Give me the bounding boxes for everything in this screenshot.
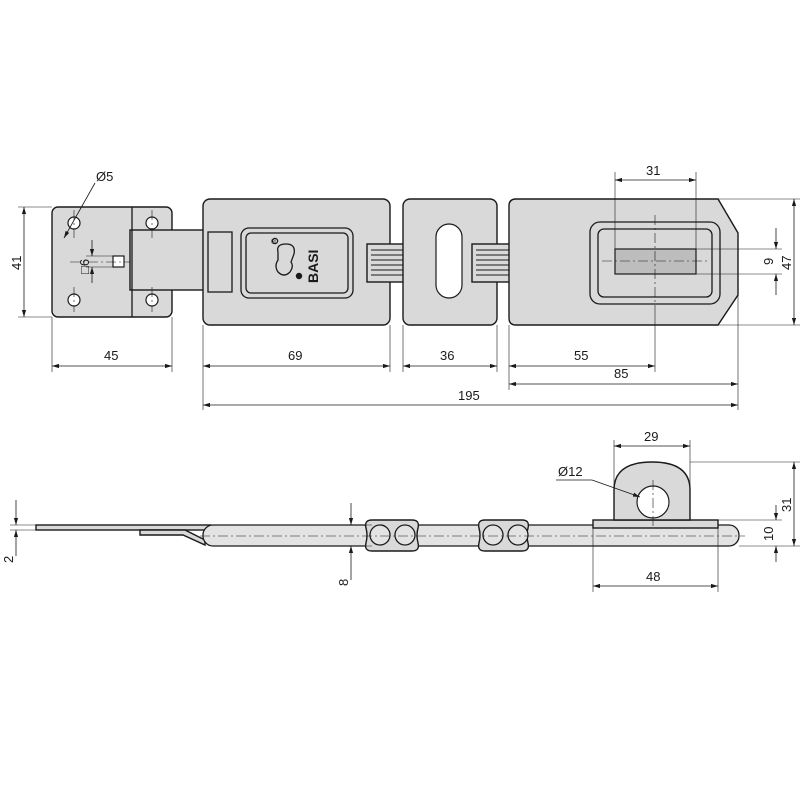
dim-segment-2: 36 [440, 348, 454, 363]
strap-segment-2 [402, 198, 498, 326]
side-staple [592, 461, 719, 529]
dim-total-height: 47 [779, 256, 794, 270]
registered-mark: ® [271, 238, 277, 246]
dim-strap-thickness: 8 [336, 579, 351, 586]
side-dimensions: 2 8 29 Ø12 31 10 [1, 429, 800, 592]
dim-base-height: 10 [761, 527, 776, 541]
dim-plate-thickness: 2 [1, 556, 16, 563]
dim-plate-width: 45 [104, 348, 118, 363]
dim-slot-width: 31 [646, 163, 660, 178]
dim-staple-width: 29 [644, 429, 658, 444]
square-hole [112, 255, 125, 268]
strap-segment-3 [508, 198, 739, 326]
dim-total-length: 195 [458, 388, 480, 403]
hinge-knuckle-1 [366, 243, 408, 283]
hasp-mounting-plate [51, 206, 211, 318]
segment-slot [435, 223, 463, 299]
side-knuckle-2 [477, 519, 530, 552]
dim-segment-3: 85 [614, 366, 628, 381]
side-mounting-plate [35, 524, 212, 547]
side-knuckle-1 [364, 519, 420, 552]
brand-logo: ® BASI [271, 237, 321, 283]
side-view: 2 8 29 Ø12 31 10 [1, 429, 800, 592]
staple-slot [614, 248, 697, 275]
top-dimensions: Ø5 □6 41 45 69 [9, 163, 800, 410]
dim-slot-offset: 55 [574, 348, 588, 363]
dim-square-hole: □6 [77, 259, 92, 274]
dim-hole-diameter: Ø5 [96, 169, 113, 184]
top-view: ® BASI [9, 163, 800, 410]
dim-base-width: 48 [646, 569, 660, 584]
dim-staple-hole: Ø12 [558, 464, 583, 479]
dim-plate-height: 41 [9, 256, 24, 270]
brand-name: BASI [305, 250, 321, 283]
dim-staple-height: 31 [779, 498, 794, 512]
dim-segment-1: 69 [288, 348, 302, 363]
dim-slot-height: 9 [761, 258, 776, 265]
strap-segment-1: ® BASI [202, 198, 391, 326]
